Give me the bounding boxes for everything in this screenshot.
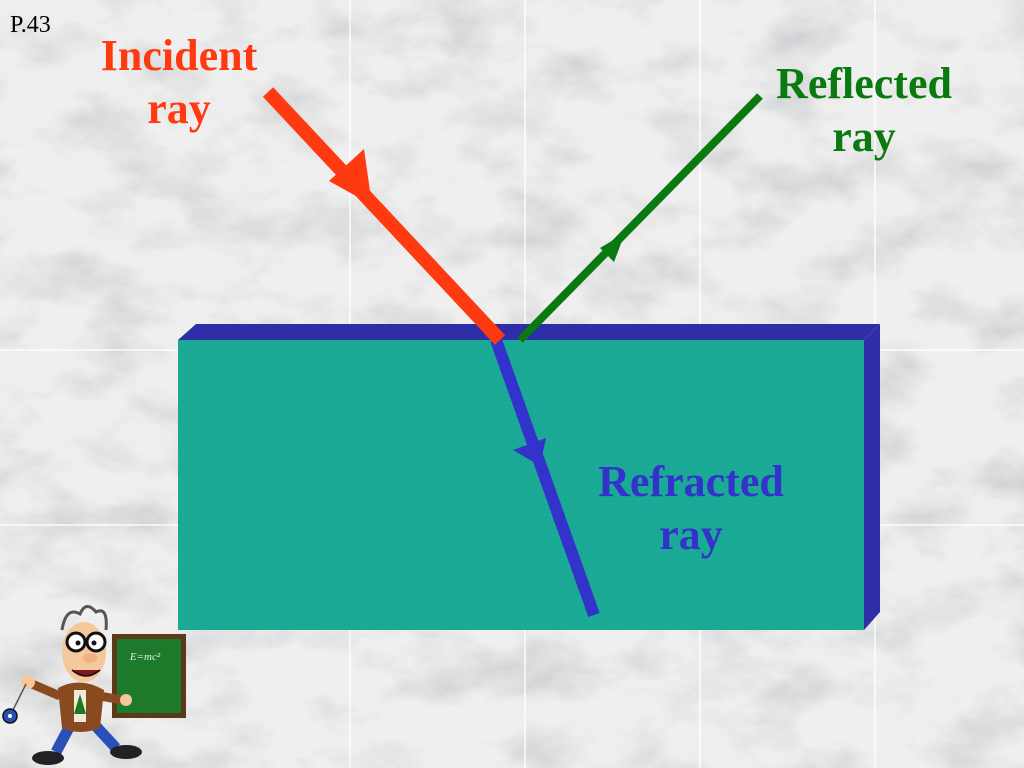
refracted-ray-label-line1: Refracted [598, 457, 784, 506]
page-number: P.43 [10, 12, 51, 38]
glass-block-side [864, 324, 880, 630]
refracted-ray-label: Refracted ray [578, 456, 804, 562]
refracted-ray-label-line2: ray [659, 509, 723, 559]
scientist-cartoon: E=mc² [2, 605, 186, 765]
glass-block [178, 324, 880, 630]
incident-ray-label-line1: Incident [100, 31, 258, 80]
incident-ray-arrowhead [329, 149, 372, 205]
refracted-ray-arrowhead [513, 438, 546, 466]
incident-ray-label-line2: ray [147, 83, 211, 133]
incident-ray-label: Incident ray [86, 30, 272, 136]
reflected-ray-label-line1: Reflected [776, 59, 952, 108]
reflected-ray-label-line2: ray [832, 111, 896, 161]
chalkboard-formula: E=mc² [129, 651, 161, 663]
reflected-ray-label: Reflected ray [756, 58, 972, 164]
refracted-ray [490, 337, 600, 618]
incident-ray [262, 87, 506, 345]
reflected-ray [517, 93, 763, 343]
reflected-ray-arrowhead [600, 233, 625, 262]
glass-block-texture [178, 340, 864, 630]
